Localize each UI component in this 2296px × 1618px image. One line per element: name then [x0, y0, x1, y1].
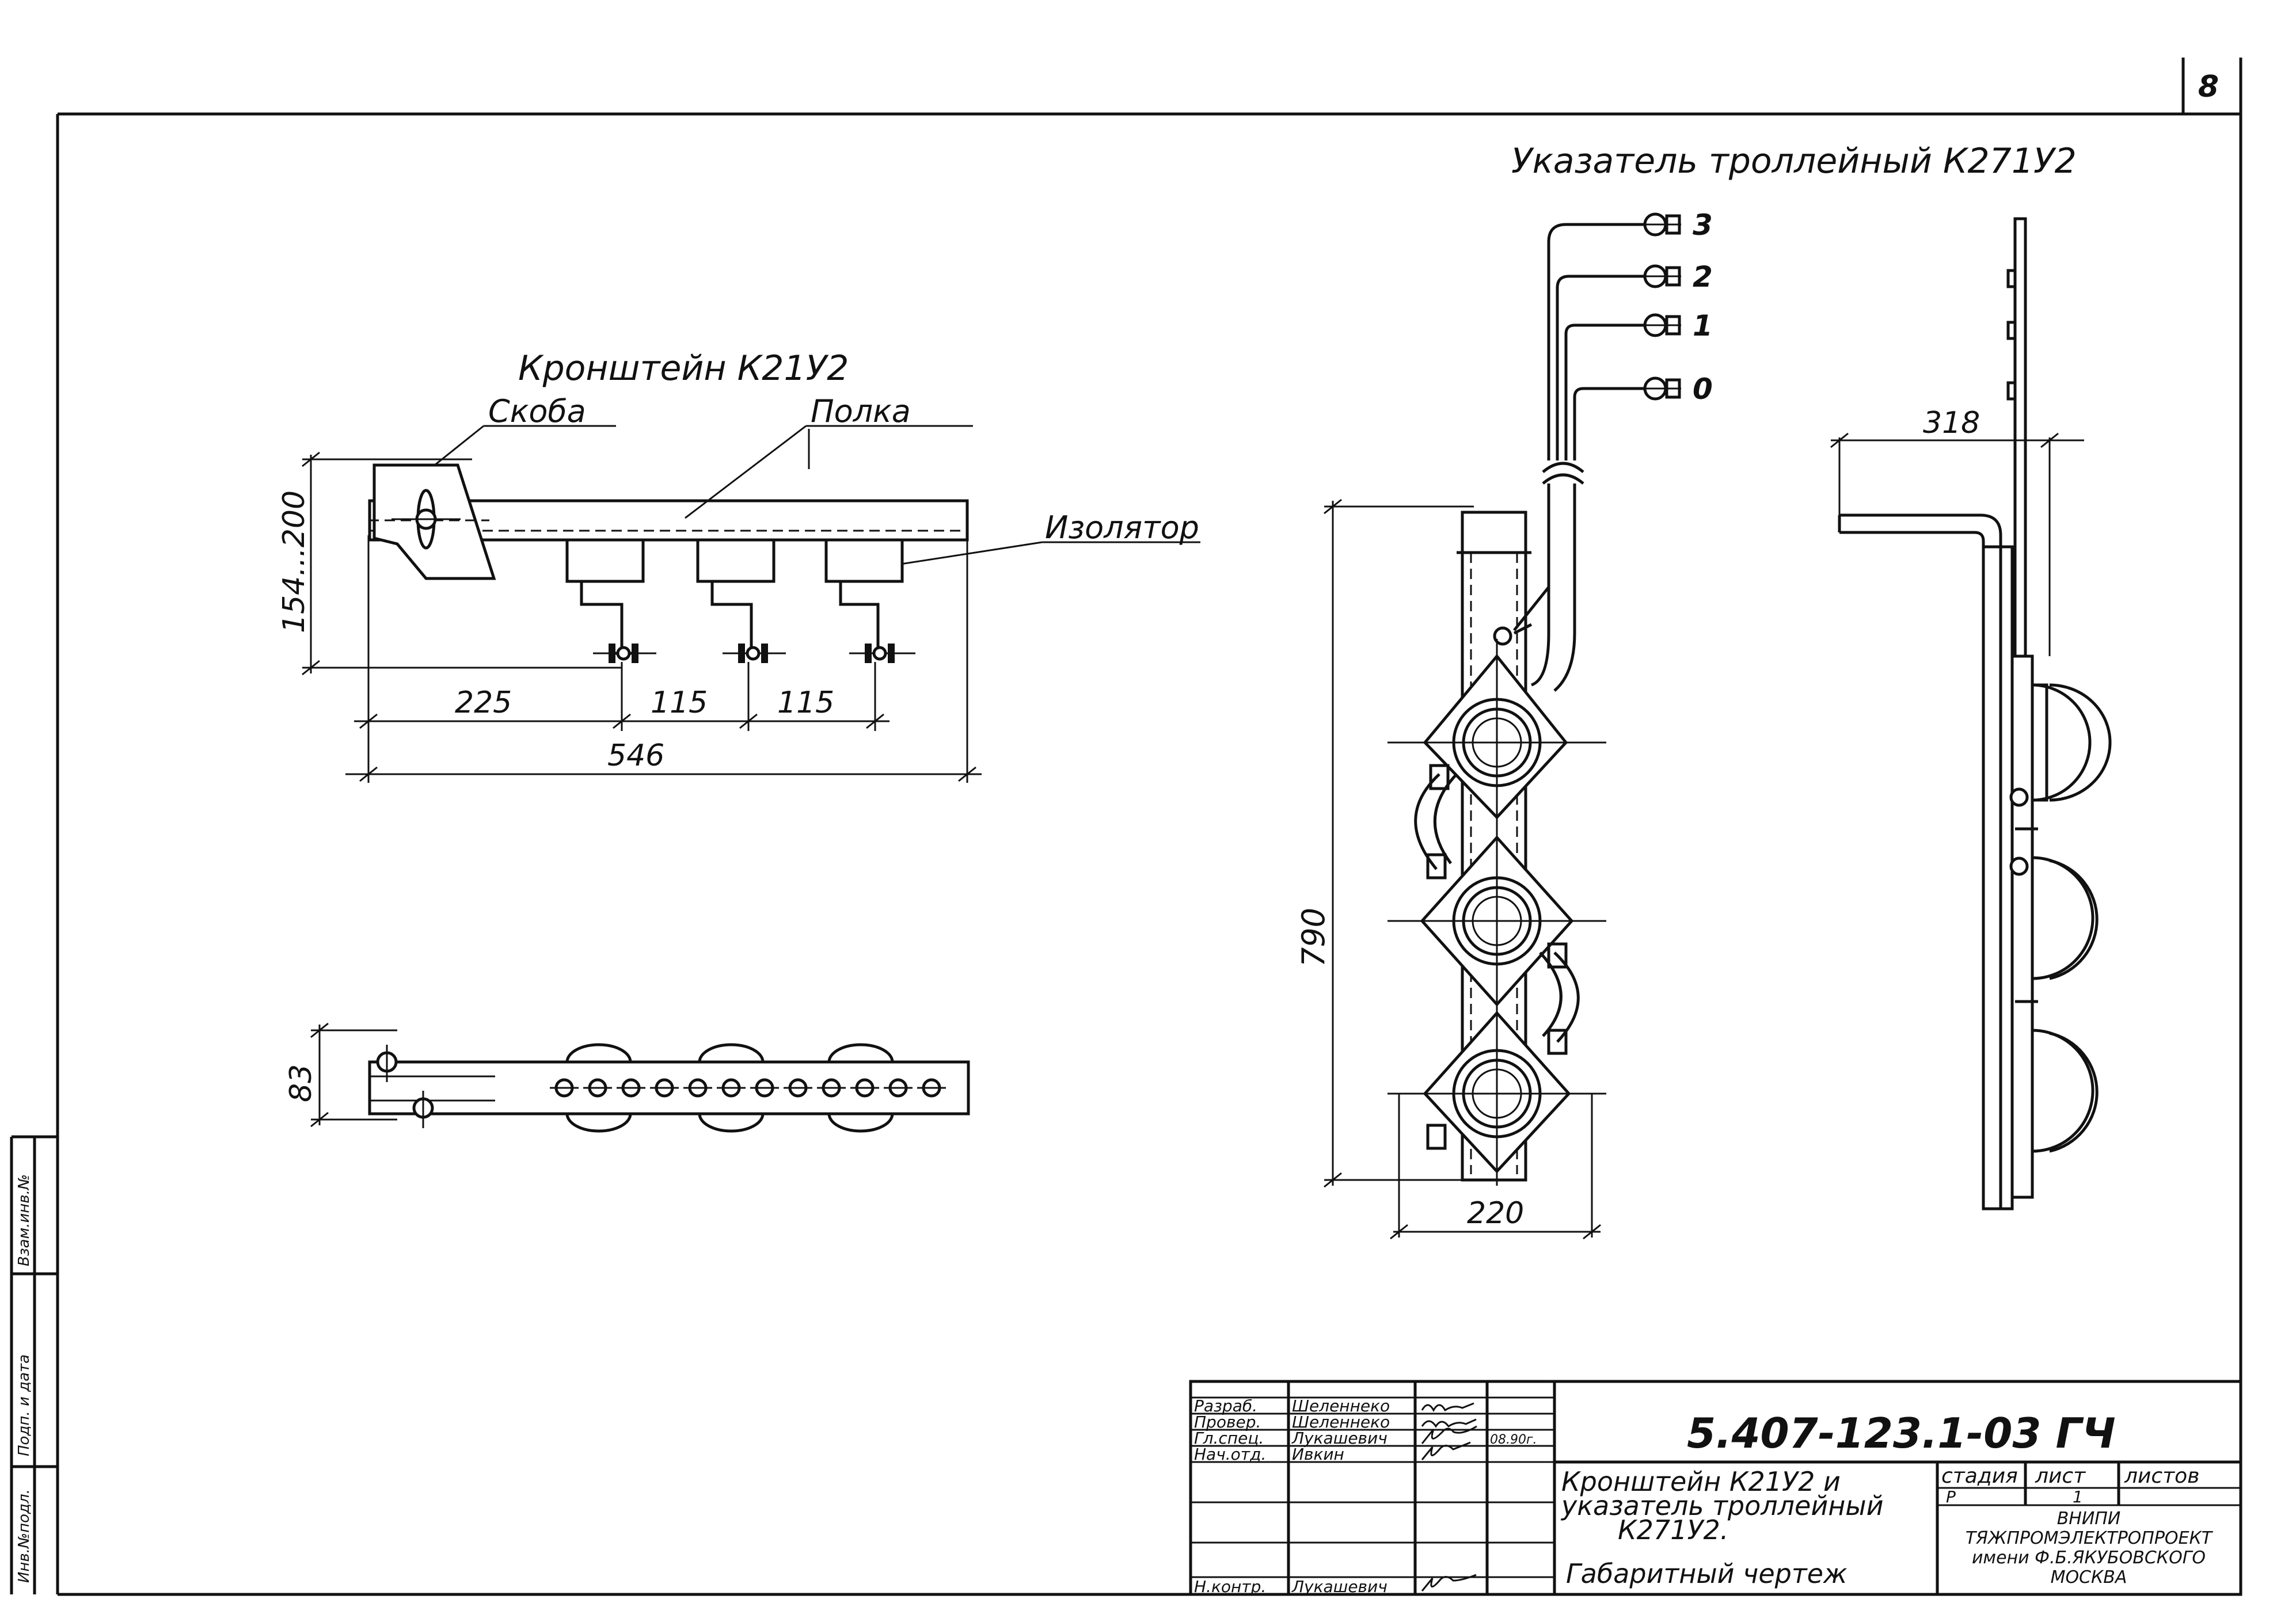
dim-790: 790 — [1295, 908, 1332, 967]
svg-text:3: 3 — [1693, 208, 1713, 242]
plan-holes — [550, 1078, 946, 1098]
role-6: Н.контр. — [1194, 1577, 1266, 1596]
document-code: 5.407-123.1-03 ГЧ — [1687, 1409, 2116, 1457]
label-insulator: Изолятор — [1045, 509, 1199, 546]
insulator-3 — [824, 538, 915, 663]
side-stamp-col2: Подп. и дата — [16, 1354, 33, 1456]
terminal-1: 1 — [1635, 309, 1713, 342]
name-6: Лукашевич — [1291, 1577, 1388, 1596]
terminal-2: 2 — [1635, 260, 1713, 294]
role-1: Провер. — [1194, 1413, 1261, 1432]
name-0: Шеленнеко — [1292, 1396, 1390, 1415]
label-shelf: Полка — [811, 393, 911, 429]
dim-height: 154...200 — [277, 490, 311, 633]
lamp-1 — [1388, 639, 1606, 835]
bracket-plan-view: 83 — [284, 1022, 970, 1133]
indicator-title: Указатель троллейный К271У2 — [1511, 141, 2077, 181]
svg-text:2: 2 — [1693, 260, 1713, 294]
label-clamp: Скоба — [488, 393, 586, 429]
role-0: Разраб. — [1194, 1396, 1257, 1415]
date: 08.90г. — [1490, 1433, 1537, 1447]
lamp-2 — [1388, 817, 1606, 1019]
svg-text:0: 0 — [1693, 372, 1713, 406]
indicator-front-view: Указатель троллейный К271У2 3 2 1 0 — [1295, 141, 2077, 1240]
dim-225: 225 — [455, 686, 512, 720]
dim-220: 220 — [1467, 1196, 1524, 1231]
insulator-1 — [565, 538, 656, 663]
sheet-frame — [56, 58, 2242, 1596]
sheets-header: листов — [2124, 1464, 2199, 1488]
org-line-4: МОСКВА — [2051, 1567, 2127, 1587]
side-stamp-col1: Инв.№подл. — [16, 1489, 33, 1583]
indicator-side-view: 318 — [1830, 217, 2112, 1210]
lamp-3 — [1388, 996, 1606, 1186]
title-line-2: указатель троллейный — [1560, 1490, 1884, 1521]
title-line-3: К271У2. — [1618, 1514, 1728, 1545]
side-stamp: Инв.№подл. Подп. и дата Взам.инв.№ — [10, 1135, 58, 1594]
dim-546: 546 — [607, 738, 664, 773]
org-line-2: ТЯЖПРОМЭЛЕКТРОПРОЕКТ — [1966, 1528, 2214, 1548]
dim-83: 83 — [284, 1064, 318, 1102]
role-3: Нач.отд. — [1194, 1445, 1266, 1464]
title-line-4: Габаритный чертеж — [1566, 1558, 1848, 1589]
name-3: Ивкин — [1292, 1445, 1344, 1464]
sheet-value: 1 — [2073, 1487, 2083, 1506]
title-line-1: Кронштейн К21У2 и — [1561, 1466, 1841, 1497]
terminal-3: 3 — [1635, 208, 1713, 242]
name-2: Лукашевич — [1291, 1429, 1388, 1448]
stage-value: Р — [1946, 1487, 1956, 1506]
insulator-2 — [696, 538, 786, 663]
bracket-front-view: Кронштейн К21У2 Скоба Полка Изолятор — [277, 348, 1200, 783]
signatures — [1421, 1402, 1477, 1592]
dim-115-a: 115 — [651, 686, 708, 720]
title-block: Разраб. Провер. Гл.спец. Нач.отд. Н.конт… — [1189, 1380, 2242, 1596]
page-number: 8 — [2198, 70, 2219, 104]
org-line-3: имени Ф.Б.ЯКУБОВСКОГО — [1972, 1548, 2206, 1568]
dim-115-b: 115 — [777, 686, 834, 720]
role-2: Гл.спец. — [1194, 1429, 1264, 1448]
dim-318: 318 — [1923, 406, 1980, 440]
org-line-1: ВНИПИ — [2057, 1509, 2121, 1529]
svg-text:1: 1 — [1693, 309, 1713, 342]
stage-header: стадия — [1941, 1464, 2018, 1488]
bracket-title: Кронштейн К21У2 — [518, 348, 849, 389]
sheet-header: лист — [2035, 1464, 2086, 1488]
side-stamp-col3: Взам.инв.№ — [16, 1174, 33, 1266]
name-1: Шеленнеко — [1292, 1413, 1390, 1432]
terminal-0: 0 — [1635, 372, 1713, 406]
